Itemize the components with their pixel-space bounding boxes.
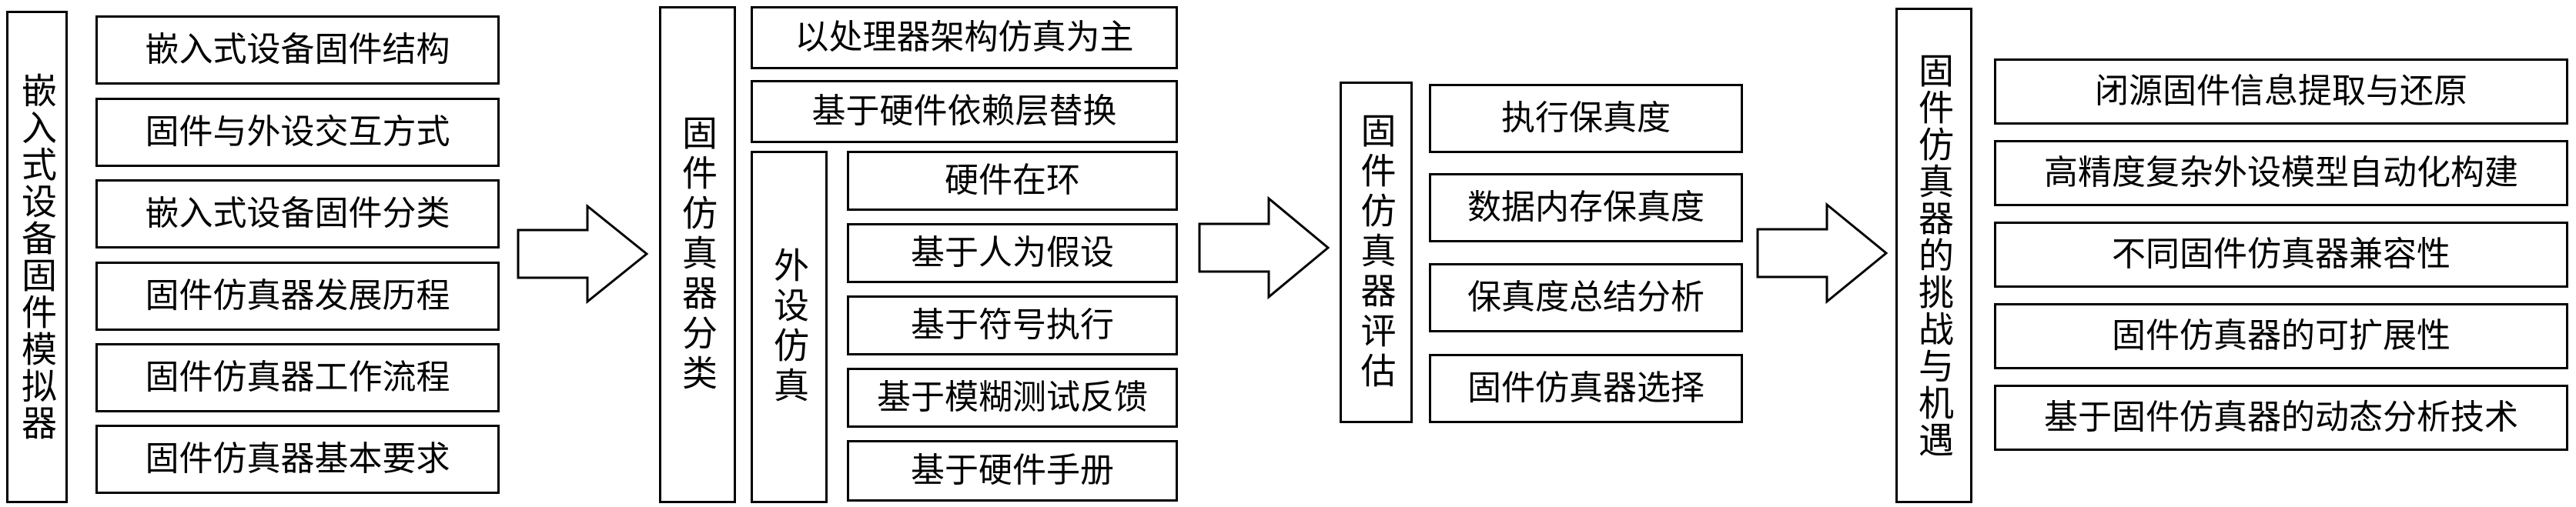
col1-item: 嵌入式设备固件结构 — [95, 15, 500, 85]
col2-subtitle-box: 外设仿真 — [751, 151, 828, 503]
col1-item: 固件与外设交互方式 — [95, 98, 500, 167]
col3-item: 保真度总结分析 — [1429, 263, 1743, 332]
col4-title-box: 固件仿真器的挑战与机遇 — [1895, 8, 1972, 503]
col1-title-box: 嵌入式设备固件模拟器 — [6, 11, 68, 503]
col1-item: 固件仿真器发展历程 — [95, 262, 500, 331]
col4-item: 不同固件仿真器兼容性 — [1994, 222, 2568, 288]
col3-item: 固件仿真器选择 — [1429, 354, 1743, 423]
col1-title: 嵌入式设备固件模拟器 — [16, 72, 58, 442]
col1-item: 固件仿真器基本要求 — [95, 425, 500, 494]
col4-item: 固件仿真器的可扩展性 — [1994, 303, 2568, 369]
col3-title-box: 固件仿真器评估 — [1340, 82, 1413, 423]
flow-arrow-1 — [517, 203, 649, 305]
col2-sub-item: 基于硬件手册 — [847, 440, 1178, 502]
col2-item: 以处理器架构仿真为主 — [751, 6, 1178, 69]
col2-subtitle: 外设仿真 — [768, 247, 810, 407]
col3-item: 执行保真度 — [1429, 84, 1743, 153]
col1-item: 固件仿真器工作流程 — [95, 343, 500, 412]
col4-item: 闭源固件信息提取与还原 — [1994, 58, 2568, 125]
col3-item: 数据内存保真度 — [1429, 173, 1743, 242]
col1-item: 嵌入式设备固件分类 — [95, 179, 500, 248]
col4-item: 高精度复杂外设模型自动化构建 — [1994, 140, 2568, 206]
col3-title: 固件仿真器评估 — [1355, 112, 1397, 392]
col2-sub-item: 硬件在环 — [847, 151, 1178, 211]
col4-item: 基于固件仿真器的动态分析技术 — [1994, 385, 2568, 451]
col2-sub-item: 基于模糊测试反馈 — [847, 368, 1178, 428]
col2-item: 基于硬件依赖层替换 — [751, 80, 1178, 143]
col2-sub-item: 基于符号执行 — [847, 295, 1178, 355]
flow-arrow-3 — [1756, 202, 1889, 305]
col2-title-box: 固件仿真器分类 — [659, 6, 736, 503]
flow-arrow-2 — [1198, 195, 1330, 300]
col2-sub-item: 基于人为假设 — [847, 223, 1178, 283]
col4-title: 固件仿真器的挑战与机遇 — [1913, 52, 1955, 459]
col2-title: 固件仿真器分类 — [677, 115, 718, 395]
